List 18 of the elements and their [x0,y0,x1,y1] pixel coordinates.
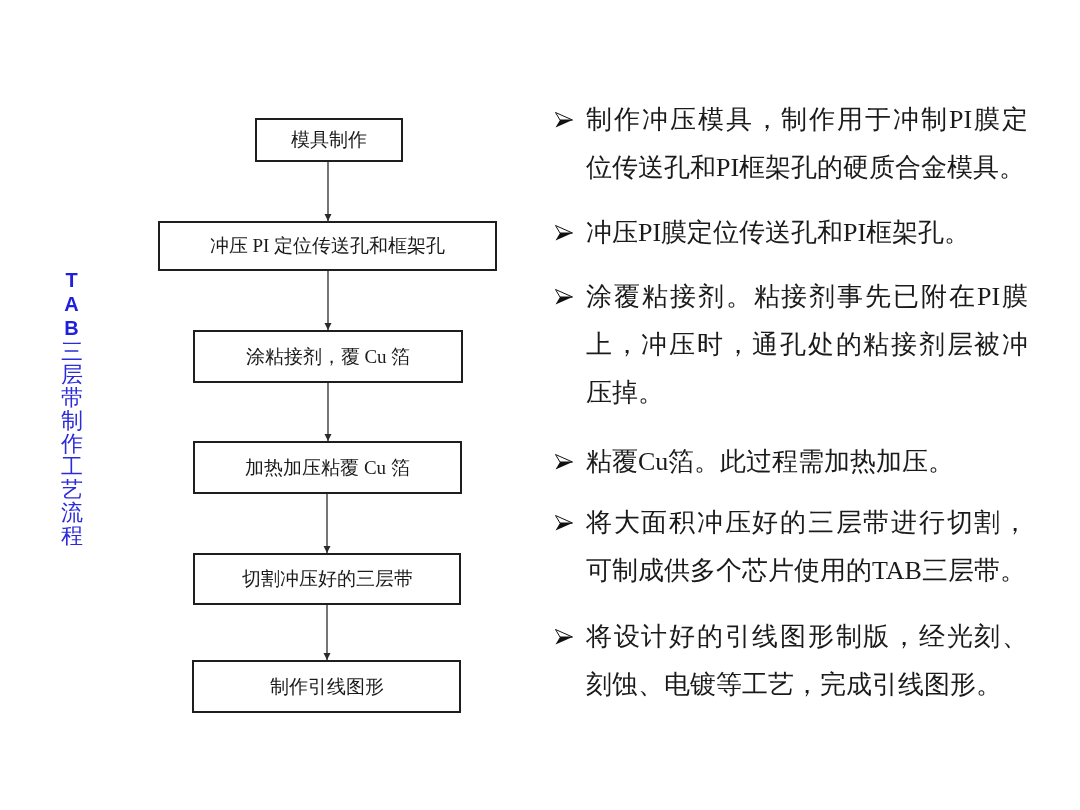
vertical-title: TAB三层带制作工艺流程 [60,268,83,547]
process-box: 涂粘接剂，覆 Cu 箔 [193,330,463,383]
process-box: 切割冲压好的三层带 [193,553,461,605]
bullet-text: 粘覆Cu箔。此过程需加热加压。 [586,446,956,478]
process-box: 加热加压粘覆 Cu 箔 [193,441,462,494]
process-box: 制作引线图形 [192,660,461,713]
arrow [324,270,332,331]
arrow [324,382,332,442]
bullet-text: 制作冲压模具，制作用于冲制PI膜定位传送孔和PI框架孔的硬质合金模具。 [586,104,1028,184]
arrow [323,604,331,661]
process-box: 冲压 PI 定位传送孔和框架孔 [158,221,497,271]
bullet-text: 冲压PI膜定位传送孔和PI框架孔。 [586,217,972,249]
process-box: 模具制作 [255,118,403,162]
arrow [324,161,332,222]
bullet-text: 将大面积冲压好的三层带进行切割，可制成供多个芯片使用的TAB三层带。 [586,507,1028,587]
bullet-text: 涂覆粘接剂。粘接剂事先已附在PI膜上，冲压时，通孔处的粘接剂层被冲压掉。 [586,281,1028,409]
bullet-text: 将设计好的引线图形制版，经光刻、刻蚀、电镀等工艺，完成引线图形。 [586,621,1028,701]
arrow [323,493,331,554]
